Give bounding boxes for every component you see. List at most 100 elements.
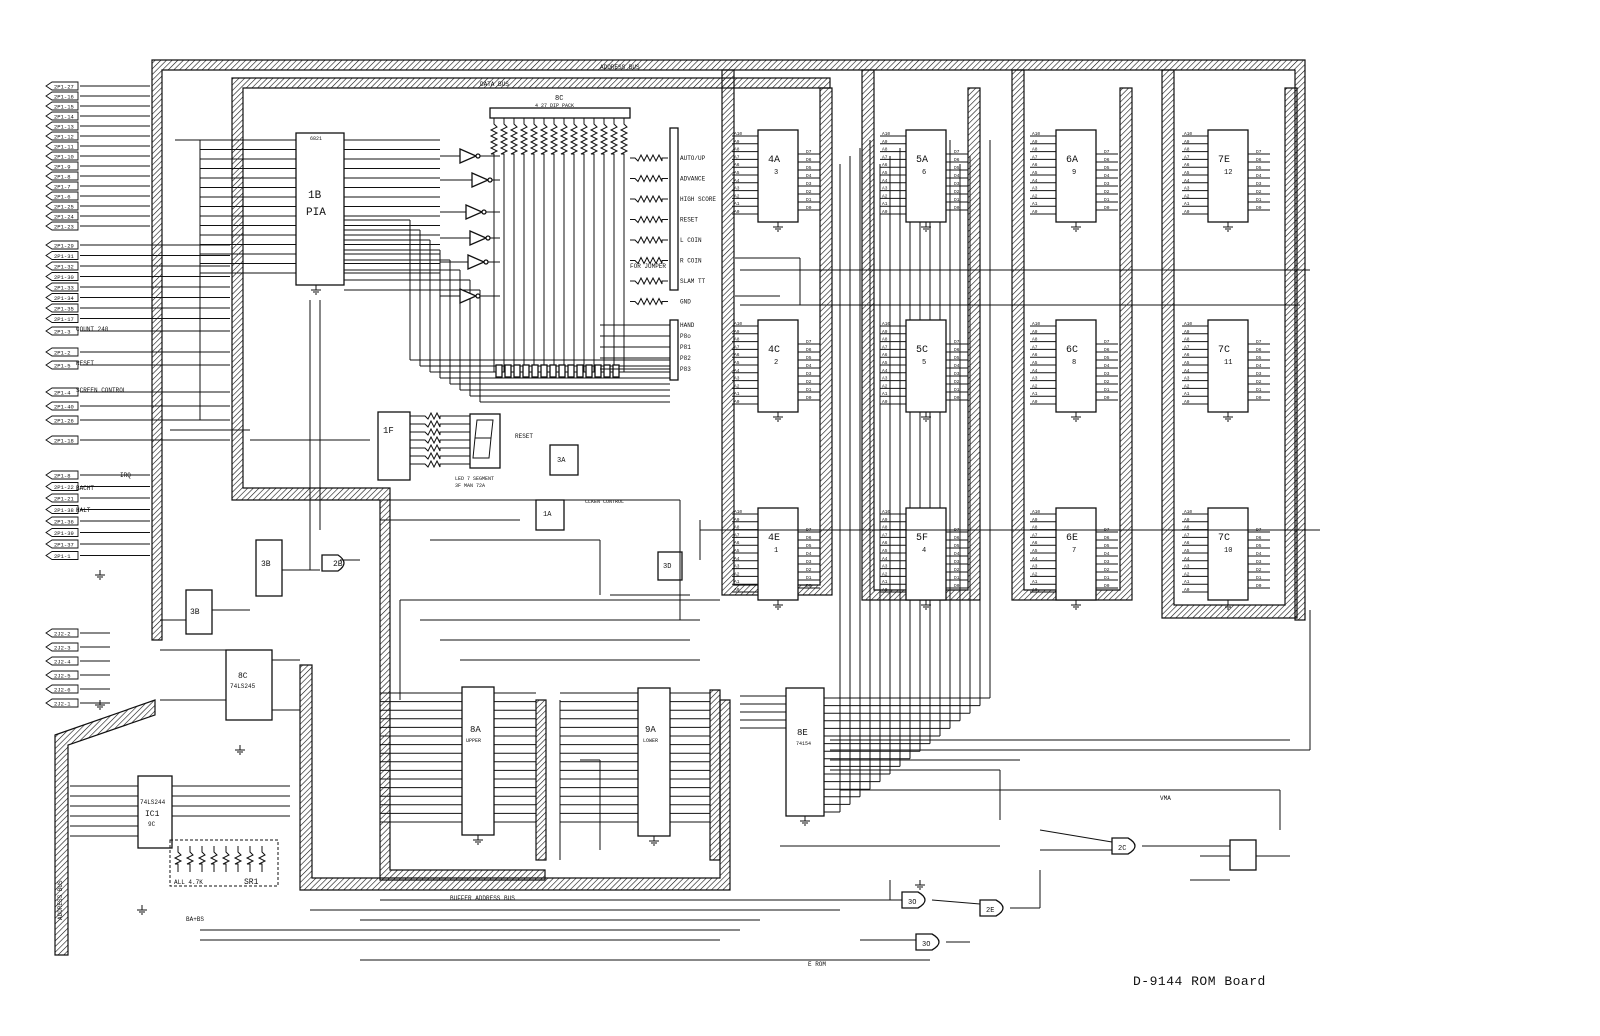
rom-pin-a2: A2 [882, 571, 888, 577]
edge-pin-2p1-2 [45, 347, 79, 357]
rom-pin-a9: A9 [734, 329, 740, 335]
switch-contact [558, 364, 566, 378]
edge-pin-2p1-21 [45, 493, 79, 503]
rom-pin-a2: A2 [882, 383, 888, 389]
edge-pin-2p1-16-label: 2P1-16 [54, 94, 74, 101]
rom-num: 12 [1224, 169, 1232, 177]
resistor [630, 215, 668, 224]
ic1-pn: 74LS244 [140, 799, 166, 806]
chip-3b-lower-ref: 3B [190, 608, 200, 617]
rom-pin-d4: D4 [806, 173, 812, 179]
edge-pin-2p1-12-label: 2P1-12 [54, 134, 74, 141]
ground-symbol [1071, 600, 1081, 610]
pia-pn: 6821 [310, 136, 322, 142]
rom-ref: 5A [916, 155, 928, 166]
rom-ref: 4A [768, 155, 780, 166]
rom-pin-d1: D1 [1104, 387, 1110, 393]
rom-ref: 6E [1066, 533, 1078, 544]
edge-pin-2p1-6-label: 2P1-6 [54, 194, 71, 201]
edge-pin-2p1-10 [45, 151, 79, 161]
rom-pin-a4: A4 [734, 368, 740, 374]
rom-pin-a5: A5 [1184, 170, 1190, 176]
ic1-ref: IC1 [145, 810, 160, 819]
erom-signal: E ROM [808, 961, 826, 968]
rom-pin-d6: D6 [1256, 347, 1262, 353]
switch2-label-4: P82 [680, 355, 691, 362]
ground-symbol [921, 412, 931, 422]
rom-pin-a8: A8 [734, 147, 740, 153]
rom-pin-d0: D0 [954, 205, 960, 211]
rom-pin-a6: A6 [1032, 352, 1038, 358]
rom-pin-d7: D7 [806, 339, 812, 345]
rom-pin-d4: D4 [1104, 551, 1110, 557]
jumper-label: FOR JUMPER [630, 263, 666, 270]
rom-chip-6c-2: 6C8A10A9A8A7A6A5A4A3A2A1A0D7D6D5D4D3D2D1… [1030, 319, 1118, 422]
resistor [257, 846, 267, 872]
rom-pin-d6: D6 [1104, 535, 1110, 541]
rom-pin-a5: A5 [1184, 360, 1190, 366]
edge-pin-2p1-17-label: 2P1-17 [54, 316, 74, 323]
ground-symbol [311, 285, 321, 295]
rom-pin-d5: D5 [806, 355, 812, 361]
rom-pin-a8: A8 [882, 525, 888, 531]
rom-pin-d0: D0 [1104, 395, 1110, 401]
rom-pin-d0: D0 [1104, 205, 1110, 211]
rom-pin-d5: D5 [1104, 165, 1110, 171]
rom-pin-d0: D0 [1104, 583, 1110, 589]
rom-pin-a4: A4 [734, 556, 740, 562]
edge-pin-2p1-34-label: 2P1-34 [54, 295, 75, 302]
rom-pin-d4: D4 [806, 551, 812, 557]
irq-signal: IRQ [120, 472, 131, 479]
rom-pin-a7: A7 [1184, 154, 1190, 160]
edge-pin-2j2-1-label: 2J2-1 [54, 701, 71, 708]
rom-pin-a9: A9 [1184, 329, 1190, 335]
rom-pin-a10: A10 [734, 509, 742, 515]
rom-pin-a9: A9 [1184, 139, 1190, 145]
rom-pin-d7: D7 [1256, 149, 1262, 155]
edge-pin-2p1-38 [45, 505, 79, 514]
gate-3d: 3D [657, 551, 683, 581]
gate-2c-ref: 2C [1118, 845, 1126, 853]
edge-pin-2p1-34 [45, 293, 79, 302]
rom-pin-a2: A2 [1032, 383, 1038, 389]
buffer-8a-type: UPPER [466, 738, 481, 744]
rom-pin-a4: A4 [1032, 178, 1038, 184]
rom-pin-a10: A10 [882, 321, 890, 327]
edge-pin-2p1-23 [45, 221, 79, 231]
rom-chip-7c-2: 7C11A10A9A8A7A6A5A4A3A2A1A0D7D6D5D4D3D2D… [1182, 319, 1270, 422]
edge-pin-2p1-31-label: 2P1-31 [54, 253, 75, 260]
dip-type: 4 27 DIP PACK [535, 103, 574, 109]
rom-pin-a3: A3 [882, 186, 888, 192]
rom-pin-a6: A6 [734, 162, 740, 168]
rom-pin-d4: D4 [1256, 551, 1262, 557]
inverter-gate [459, 148, 481, 164]
rom-pin-d2: D2 [806, 567, 812, 573]
edge-pin-2p1-27 [45, 81, 79, 91]
rom-pin-a4: A4 [882, 368, 888, 374]
resistor [519, 118, 529, 160]
rom-num: 10 [1224, 547, 1232, 555]
edge-pin-2p1-22-label: 2P1-22 [54, 484, 74, 491]
rom-num: 6 [922, 169, 926, 177]
rom-pin-d5: D5 [1256, 543, 1262, 549]
edge-pin-2p1-36-label: 2P1-36 [54, 519, 74, 526]
edge-pin-2p1-3-label: 2P1-3 [54, 329, 71, 336]
rom-pin-a5: A5 [734, 548, 740, 554]
rom-pin-d6: D6 [806, 347, 812, 353]
ground-symbol [137, 905, 147, 915]
resistor [529, 118, 539, 160]
buffer-8a-ref: 8A [470, 725, 481, 735]
rom-pin-a1: A1 [1184, 391, 1190, 397]
edge-connector-pins: 2P1-272P1-162P1-152P1-142P1-132P1-122P1-… [45, 81, 230, 708]
edge-pin-2j2-3-label: 2J2-3 [54, 645, 71, 652]
edge-pin-2p1-16 [45, 91, 79, 101]
edge-pin-2p1-15-label: 2P1-15 [54, 104, 74, 111]
rom-num: 4 [922, 547, 926, 555]
rom-pin-d3: D3 [1104, 371, 1110, 377]
rom-pin-d6: D6 [806, 535, 812, 541]
edge-pin-2p1-13 [45, 121, 79, 131]
switch2-label-3: P81 [680, 344, 691, 351]
resistor [499, 118, 509, 160]
gate-2b-ref: 2B [333, 560, 343, 569]
rom-pin-a6: A6 [1032, 540, 1038, 546]
